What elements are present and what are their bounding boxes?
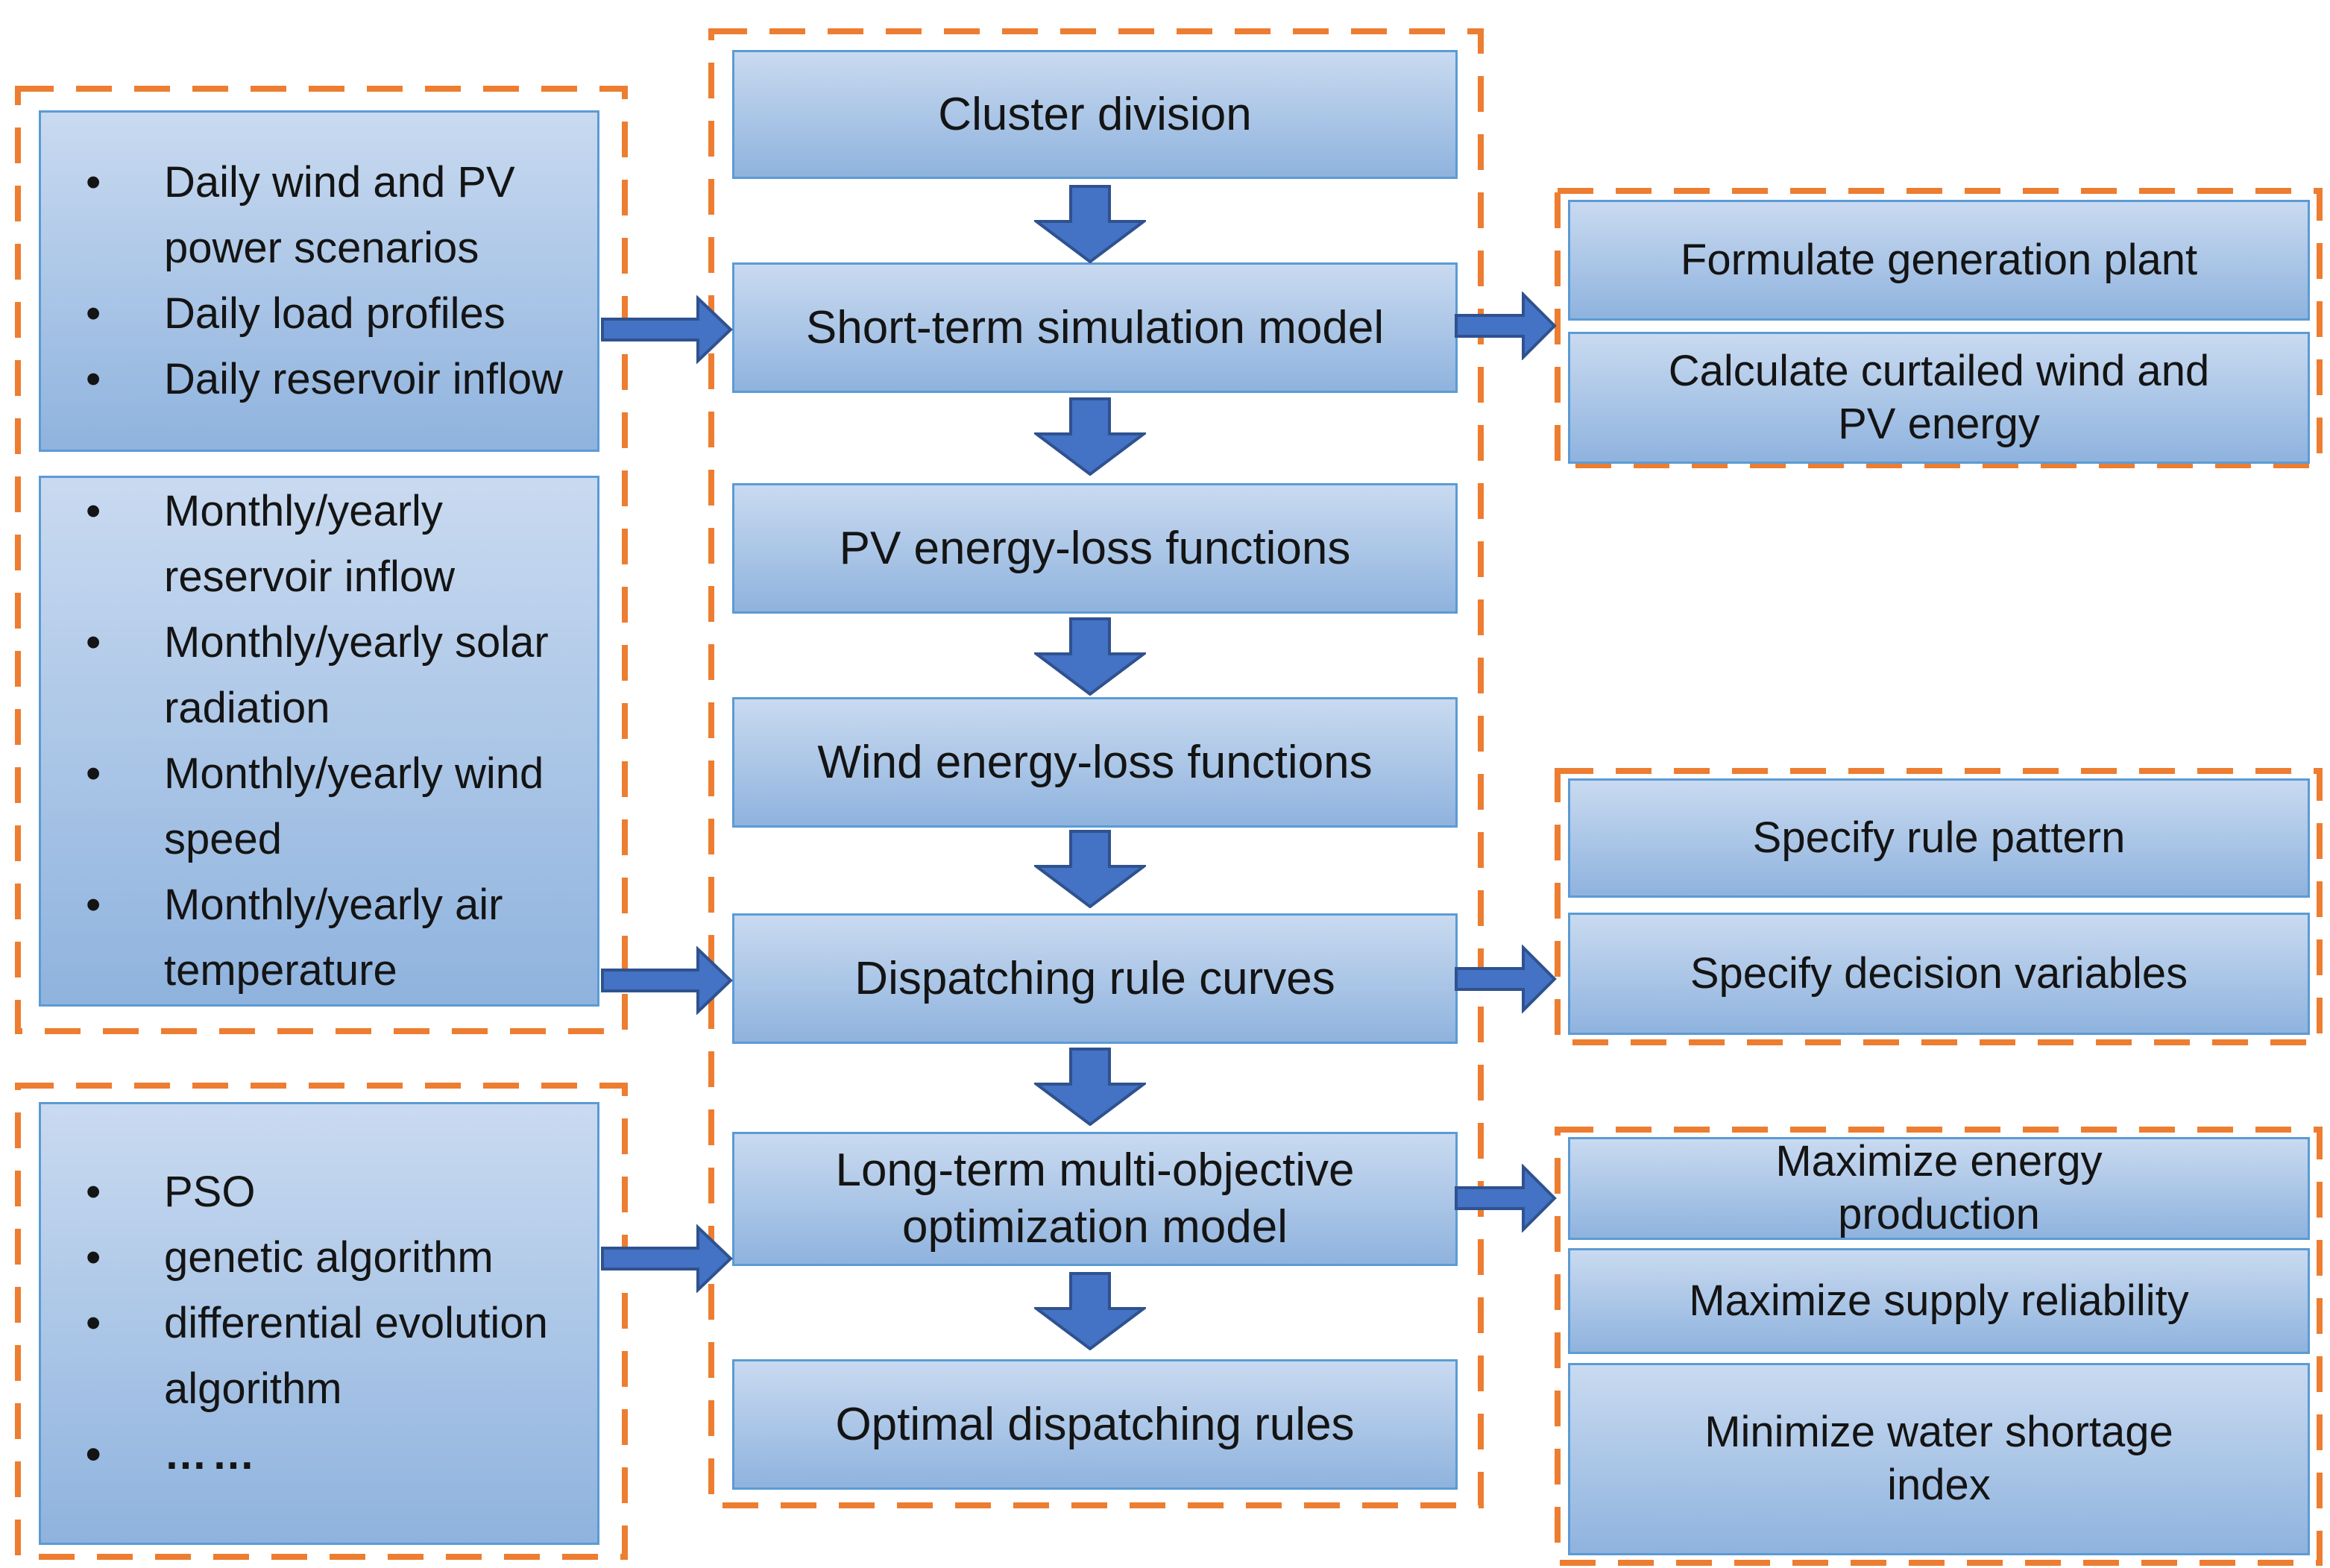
step-short-term-simulation-model: Short-term simulation model — [732, 262, 1458, 393]
step-dispatching-rule-curves: Dispatching rule curves — [732, 913, 1458, 1044]
output-specify-decision-variables: Specify decision variables — [1568, 913, 2310, 1035]
short-term-outputs-group-border — [1555, 188, 2323, 468]
list-item-daily-load: Daily load profiles — [41, 281, 597, 347]
list-item-pso: PSO — [41, 1159, 597, 1225]
arrow-rule-curves-to-rule-outputs-icon — [1455, 945, 1557, 1013]
output-specify-rule-pattern: Specify rule pattern — [1568, 778, 2310, 898]
arrow-algorithms-to-long-term-icon — [601, 1224, 733, 1293]
arrow-down-pv-loss-to-wind-loss-icon — [1034, 617, 1146, 696]
list-item-differential-evolution: differential evolution algorithm — [41, 1291, 597, 1422]
output-formulate-generation-plant: Formulate generation plant — [1568, 200, 2310, 321]
arrow-down-wind-loss-to-rule-curves-icon — [1034, 830, 1146, 908]
objective-minimize-water-shortage-index: Minimize water shortage index — [1568, 1363, 2310, 1555]
objective-maximize-supply-reliability: Maximize supply reliability — [1568, 1248, 2310, 1354]
arrow-down-rule-curves-to-long-term-icon — [1034, 1048, 1146, 1126]
arrow-down-short-term-to-pv-loss-icon — [1034, 397, 1146, 476]
step-wind-energy-loss-functions: Wind energy-loss functions — [732, 697, 1458, 828]
objective-maximize-energy-production: Maximize energy production — [1568, 1137, 2310, 1240]
pipeline-group-border — [708, 28, 1484, 1508]
rule-definition-group-border — [1555, 768, 2323, 1045]
list-item-ellipsis: …… — [41, 1422, 597, 1487]
list-item-monthly-solar: Monthly/yearly solar radiation — [41, 610, 597, 741]
arrow-down-cluster-to-short-term-icon — [1034, 185, 1146, 263]
output-calculate-curtailed-energy: Calculate curtailed wind and PV energy — [1568, 332, 2310, 464]
list-item-genetic-algorithm: genetic algorithm — [41, 1225, 597, 1291]
list-item-daily-inflow: Daily reservoir inflow — [41, 347, 597, 412]
arrow-long-term-to-objectives-icon — [1455, 1164, 1557, 1232]
arrow-down-long-term-to-optimal-rules-icon — [1034, 1272, 1146, 1350]
objectives-group-border — [1555, 1127, 2323, 1566]
algorithms-list: PSO genetic algorithm differential evolu… — [39, 1102, 599, 1545]
algorithms-group-border — [15, 1083, 628, 1560]
list-item-monthly-wind: Monthly/yearly wind speed — [41, 741, 597, 872]
arrow-daily-inputs-to-short-term-icon — [601, 295, 733, 364]
step-optimal-dispatching-rules: Optimal dispatching rules — [732, 1359, 1458, 1490]
step-cluster-division: Cluster division — [732, 50, 1458, 179]
monthly-yearly-inputs-list: Monthly/yearly reservoir inflow Monthly/… — [39, 476, 599, 1007]
step-long-term-optimization-model: Long-term multi-objective optimization m… — [732, 1132, 1458, 1266]
list-item-monthly-temperature: Monthly/yearly air temperature — [41, 872, 597, 1004]
arrow-monthly-inputs-to-rule-curves-icon — [601, 946, 733, 1015]
input-data-group-border — [15, 86, 628, 1034]
daily-inputs-list: Daily wind and PV power scenarios Daily … — [39, 110, 599, 452]
list-item-daily-wind-pv: Daily wind and PV power scenarios — [41, 150, 597, 281]
step-pv-energy-loss-functions: PV energy-loss functions — [732, 483, 1458, 614]
list-item-monthly-inflow: Monthly/yearly reservoir inflow — [41, 479, 597, 610]
arrow-short-term-to-outputs-icon — [1455, 292, 1557, 360]
